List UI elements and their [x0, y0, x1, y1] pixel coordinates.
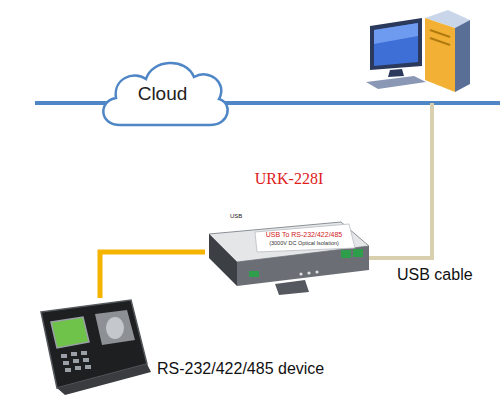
cloud-label: Cloud [138, 83, 188, 105]
product-title: USB To RS-232/422/485 [266, 231, 343, 239]
port-label: USB [230, 213, 242, 220]
converter-node: URK-228I USB To RS-232/422/485(3000V DC O… [205, 168, 373, 296]
device-label: RS-232/422/485 device [157, 360, 324, 378]
serial-cable [100, 252, 205, 298]
fingerprint-device-illustration [35, 298, 370, 396]
product-subtitle: (3000V DC Optical Isolation) [269, 240, 339, 246]
model-number: URK-228I [255, 170, 323, 188]
computer-icon [366, 10, 470, 92]
cable-label: USB cable [397, 266, 473, 284]
usb-cable [369, 103, 432, 258]
cloud-node: Cloud [95, 55, 230, 133]
device-node: RS-232/422/485 device [35, 298, 370, 396]
